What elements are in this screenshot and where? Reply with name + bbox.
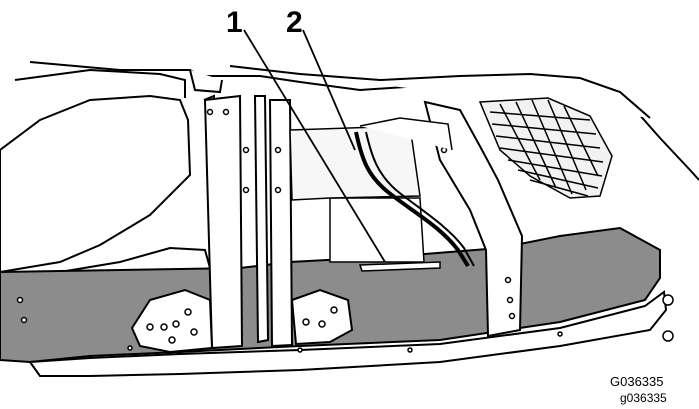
upright-posts	[203, 94, 524, 350]
left-body-panel	[0, 68, 215, 281]
figure-code-small: g036335	[620, 391, 667, 405]
vent-grille	[478, 97, 613, 199]
callout-1: 1	[226, 6, 243, 39]
leader-line-1	[243, 29, 386, 263]
leader-lines	[243, 29, 386, 263]
rail-slot	[358, 261, 441, 272]
leader-line-2	[302, 29, 356, 151]
figure-code: G036335	[610, 374, 664, 389]
cable-harness	[354, 131, 475, 268]
mounting-brackets	[130, 288, 354, 354]
callout-2: 2	[286, 6, 303, 39]
